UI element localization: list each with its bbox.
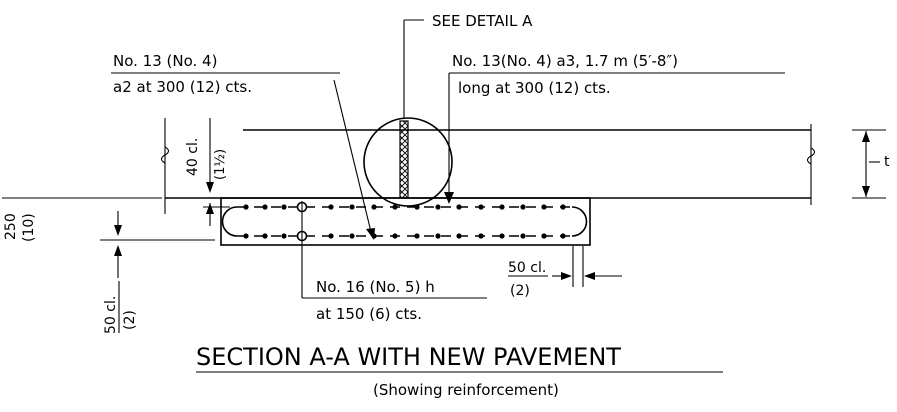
rebar-dot xyxy=(328,204,334,210)
rebar-dot xyxy=(478,204,484,210)
section-title: SECTION A-A WITH NEW PAVEMENT xyxy=(196,343,621,371)
depth-label: 250 xyxy=(3,213,19,240)
rebar-dot xyxy=(478,233,484,239)
rebar-dot xyxy=(456,233,462,239)
a3-callout-line1: No. 13(No. 4) a3, 1.7 m (5′-8″) xyxy=(452,52,678,70)
depth-imperial: (10) xyxy=(21,213,37,242)
rebar-dot xyxy=(499,233,505,239)
a3-leader-arrow xyxy=(444,192,454,204)
detail-a-circle xyxy=(363,117,453,207)
rebar-dot xyxy=(262,204,268,210)
bottom-clear-arrow-top xyxy=(114,225,122,236)
rebar-dot xyxy=(414,233,420,239)
rebar-dot xyxy=(414,204,420,210)
rebar-dot xyxy=(435,204,441,210)
thickness-label: t xyxy=(884,154,890,170)
section-subtitle: (Showing reinforcement) xyxy=(373,381,559,399)
a2-callout-line1: No. 13 (No. 4) xyxy=(113,52,217,70)
a2-leader-arrow xyxy=(366,228,375,240)
sleeper-slab xyxy=(220,197,591,246)
rebar-dot xyxy=(371,204,377,210)
a2-callout-line2: a2 at 300 (12) cts. xyxy=(113,78,252,96)
joint-filler xyxy=(399,120,409,199)
rebar-dot xyxy=(541,233,547,239)
rebar-dot xyxy=(281,204,287,210)
rebar-dot xyxy=(520,204,526,210)
rebar-dot xyxy=(392,233,398,239)
rebar-dot xyxy=(520,233,526,239)
h-callout-line1: No. 16 (No. 5) h xyxy=(316,278,435,296)
top-clear-imperial: (1½) xyxy=(213,149,228,180)
rebar-dot xyxy=(541,204,547,210)
top-clear-label: 40 cl. xyxy=(185,138,201,176)
a3-callout-line2: long at 300 (12) cts. xyxy=(458,79,611,97)
bottom-clear-imperial: (2) xyxy=(122,310,138,330)
rebar-dot xyxy=(435,233,441,239)
rebar-dot xyxy=(243,233,249,239)
right-break-symbol xyxy=(806,147,816,165)
rebar-dot xyxy=(392,204,398,210)
left-break-symbol xyxy=(160,146,170,164)
rebar-dot xyxy=(560,204,566,210)
rebar-dot xyxy=(328,233,334,239)
end-clear-imperial: (2) xyxy=(510,283,530,299)
a2-leader xyxy=(333,79,373,237)
rebar-dot xyxy=(499,204,505,210)
top-clear-arrow-top xyxy=(206,182,214,193)
see-detail-a-label: SEE DETAIL A xyxy=(432,12,533,30)
rebar-dot xyxy=(560,233,566,239)
rebar-dot xyxy=(349,233,355,239)
thickness-arrow-top xyxy=(862,131,870,142)
rebar-dot xyxy=(349,204,355,210)
end-clear-label: 50 cl. xyxy=(508,260,546,276)
thickness-arrow-bottom xyxy=(862,186,870,197)
rebar-dot xyxy=(262,233,268,239)
longitudinal-bars xyxy=(243,204,566,239)
end-clear-arrow-right xyxy=(584,272,595,280)
end-clear-arrow-left xyxy=(561,272,572,280)
rebar-hook-right xyxy=(571,206,588,237)
bottom-clear-arrow-bottom xyxy=(114,245,122,256)
rebar-dot xyxy=(456,204,462,210)
h-callout-line2: at 150 (6) cts. xyxy=(316,305,422,323)
rebar-dot xyxy=(243,204,249,210)
rebar-hook-left xyxy=(221,206,238,237)
rebar-dot xyxy=(281,233,287,239)
bottom-clear-label: 50 cl. xyxy=(103,296,119,334)
